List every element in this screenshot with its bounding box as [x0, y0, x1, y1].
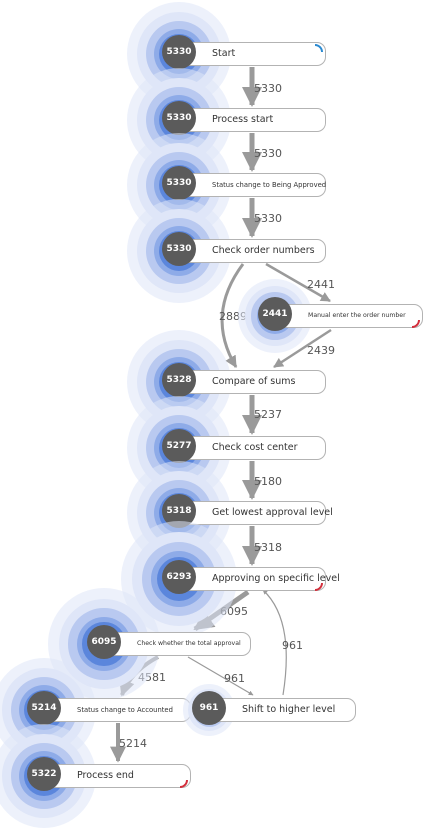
activity-box: [176, 370, 326, 394]
activity-label: Compare of sums: [212, 376, 296, 387]
activity-box: [206, 698, 356, 722]
edge-frequency-label: 2889: [219, 310, 247, 323]
edge-frequency-label: 5330: [254, 147, 282, 160]
edge-frequency-label: 4581: [138, 671, 166, 684]
end-marker-icon: [412, 320, 420, 328]
activity-box: [176, 567, 326, 591]
edge-frequency-label: 961: [282, 639, 303, 652]
activity-node-check-total-approval[interactable]: Check whether the total approval 6095: [87, 625, 251, 659]
edge-frequency-label: 961: [224, 672, 245, 685]
activity-node-start[interactable]: Start 5330: [162, 35, 326, 69]
edge-frequency-label: 2441: [307, 278, 335, 291]
activity-label: Start: [212, 48, 236, 59]
activity-label: Shift to higher level: [242, 704, 336, 715]
edge-frequency-label: 2439: [307, 344, 335, 357]
activity-label: Approving on specific level: [212, 573, 340, 584]
activity-node-approving-specific-level[interactable]: Approving on specific level 6293: [162, 560, 340, 594]
activity-frequency-badge: 6293: [162, 560, 196, 594]
activity-box: [101, 632, 251, 656]
activity-box: [176, 42, 326, 66]
activity-frequency-badge: 6095: [87, 625, 121, 659]
activity-node-check-cost-center[interactable]: Check cost center 5277: [162, 429, 326, 463]
activity-label: Get lowest approval level: [212, 507, 333, 518]
activity-node-manual-enter-order-number[interactable]: Manual enter the order number 2441: [258, 297, 423, 331]
activity-node-compare-of-sums[interactable]: Compare of sums 5328: [162, 363, 326, 397]
flow-edge-shift-higher-level-to-approving-specific-level[interactable]: [262, 589, 287, 696]
activity-frequency-badge: 5328: [162, 363, 196, 397]
activity-frequency-badge: 5330: [162, 101, 196, 135]
flow-edge-check-total-approval-to-shift-higher-level[interactable]: [187, 656, 254, 696]
activity-node-process-start[interactable]: Process start 5330: [162, 101, 326, 135]
activity-node-get-lowest-approval-level[interactable]: Get lowest approval level 5318: [162, 494, 333, 528]
activity-node-status-being-approved[interactable]: Status change to Being Approved 5330: [162, 166, 327, 200]
activity-label: Status change to Being Approved: [212, 181, 327, 189]
activity-box: [272, 304, 423, 328]
edge-frequency-label: 5330: [254, 82, 282, 95]
activity-frequency-badge: 5214: [27, 691, 61, 725]
activity-frequency-badge: 5277: [162, 429, 196, 463]
activity-frequency-badge: 5330: [162, 35, 196, 69]
activity-frequency-badge: 961: [192, 691, 226, 725]
activity-node-shift-higher-level[interactable]: Shift to higher level 961: [192, 691, 356, 725]
edge-frequency-label: 5330: [254, 212, 282, 225]
edge-frequency-label: 5237: [254, 408, 282, 421]
activity-frequency-badge: 2441: [258, 297, 292, 331]
edge-frequency-label: 6095: [220, 605, 248, 618]
activity-frequency-badge: 5322: [27, 757, 61, 791]
end-marker-icon: [180, 780, 188, 788]
activity-node-check-order-numbers[interactable]: Check order numbers 5330: [162, 232, 326, 266]
start-marker-icon: [315, 44, 323, 52]
activity-node-process-end[interactable]: Process end 5322: [27, 757, 191, 791]
edge-frequency-label: 5214: [119, 737, 147, 750]
activity-box: [41, 698, 191, 722]
activity-label: Status change to Accounted: [77, 706, 173, 714]
activity-box: [176, 108, 326, 132]
activity-label: Check cost center: [212, 442, 298, 453]
activity-label: Process end: [77, 770, 134, 781]
activity-frequency-badge: 5330: [162, 232, 196, 266]
activity-label: Process start: [212, 114, 274, 125]
edge-frequency-label: 5180: [254, 475, 282, 488]
activity-box: [176, 239, 326, 263]
activity-label: Check order numbers: [212, 245, 315, 256]
activity-label: Manual enter the order number: [308, 312, 406, 319]
activity-box: [41, 764, 191, 788]
activity-frequency-badge: 5330: [162, 166, 196, 200]
activity-frequency-badge: 5318: [162, 494, 196, 528]
edge-frequency-label: 5318: [254, 541, 282, 554]
activity-node-status-accounted[interactable]: Status change to Accounted 5214: [27, 691, 191, 725]
activity-label: Check whether the total approval: [137, 640, 241, 647]
